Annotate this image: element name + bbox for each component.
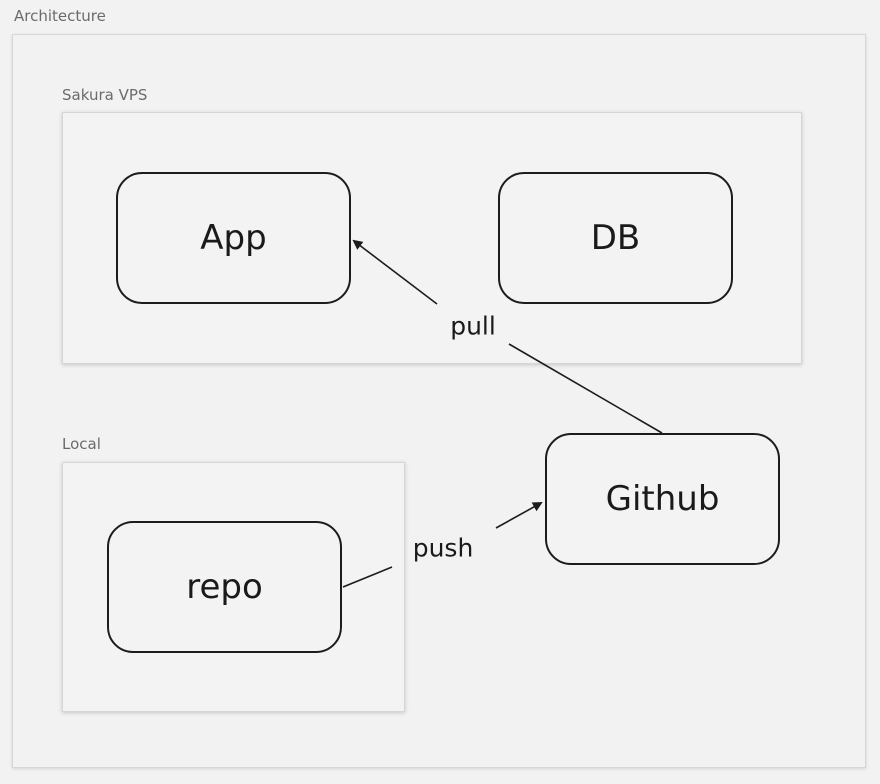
app-node-label: App <box>200 218 267 258</box>
db-node[interactable]: DB <box>498 172 733 304</box>
pull-edge-arrow[interactable] <box>352 239 438 305</box>
sakura-vps-frame-title: Sakura VPS <box>62 86 148 104</box>
push-edge-label: push <box>412 533 474 563</box>
push-edge-arrow[interactable] <box>495 502 543 529</box>
local-frame-title: Local <box>62 435 101 453</box>
github-node-label: Github <box>605 479 720 519</box>
app-node[interactable]: App <box>116 172 351 304</box>
repo-node-label: repo <box>186 567 263 607</box>
architecture-frame-title: Architecture <box>14 7 106 25</box>
push-edge-line[interactable] <box>342 566 393 588</box>
pull-edge-label: pull <box>450 311 496 341</box>
pull-edge-line[interactable] <box>508 343 663 434</box>
repo-node[interactable]: repo <box>107 521 342 653</box>
db-node-label: DB <box>590 218 641 258</box>
github-node[interactable]: Github <box>545 433 780 565</box>
